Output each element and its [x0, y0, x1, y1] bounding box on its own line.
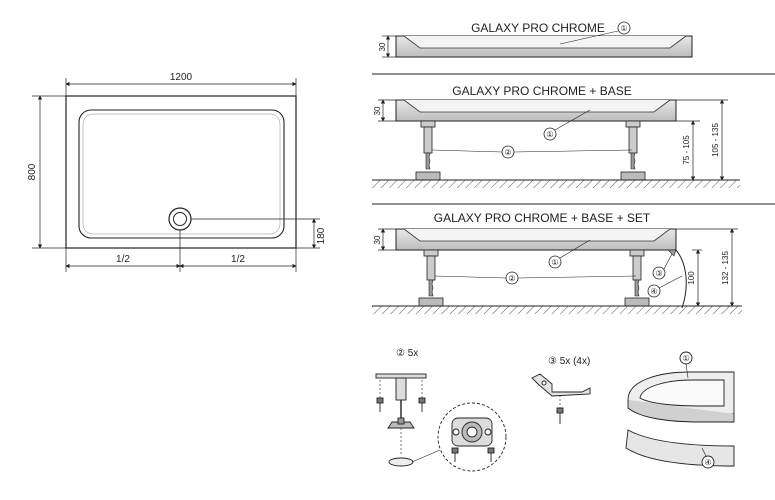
drain-icon	[168, 207, 192, 231]
parts-panel-callout: ④	[704, 458, 711, 467]
view2-leg-range-label: 75 - 105	[682, 135, 691, 165]
view3-callout-legs: ②	[508, 274, 515, 283]
parts-leg-exploded	[375, 373, 507, 472]
view2-assembly	[372, 99, 740, 188]
parts-legs-label: ② 5x	[396, 348, 418, 359]
plan-height-label: 800	[27, 163, 38, 180]
plan-width-label: 1200	[170, 72, 193, 83]
view3-assembly	[372, 228, 742, 314]
view1-tray-profile	[382, 21, 693, 58]
view1-thickness-label: 30	[378, 42, 387, 51]
view3-callout-panel: ④	[650, 287, 657, 296]
parts-bracket	[531, 373, 591, 424]
view2-total-range-label: 105 - 135	[711, 123, 720, 157]
parts-front-panel	[625, 429, 735, 467]
plan-half-left-label: 1/2	[116, 254, 130, 265]
tray-basin	[78, 109, 285, 239]
view3-callout-tray: ①	[551, 258, 558, 267]
parts-tray-3d	[625, 351, 735, 469]
view2-thickness-label: 30	[373, 106, 382, 115]
view3-leg-right	[624, 249, 650, 307]
view2-callout-legs: ②	[504, 148, 511, 157]
view3-callout-bracket: ③	[655, 269, 662, 278]
view3-panel-height-label: 100	[687, 271, 696, 285]
view2-title: GALAXY PRO CHROME + BASE	[452, 84, 632, 98]
detail-circle	[437, 402, 507, 472]
view3-leg-left	[418, 249, 444, 307]
view2-leg-left	[415, 120, 441, 181]
view3-total-range-label: 132 - 135	[721, 251, 730, 285]
view2-leg-right	[620, 120, 646, 181]
view1-callout: ①	[620, 24, 627, 33]
parts-tray-callout: ①	[682, 354, 689, 363]
plan-view	[32, 78, 320, 272]
view3-thickness-label: 30	[373, 235, 382, 244]
view3-front-panel	[675, 249, 687, 309]
view1-title: GALAXY PRO CHROME	[471, 21, 605, 35]
view3-title: GALAXY PRO CHROME + BASE + SET	[434, 211, 651, 225]
plan-drain-offset-label: 180	[316, 227, 327, 244]
view2-callout-tray: ①	[546, 130, 553, 139]
plan-half-right-label: 1/2	[231, 254, 245, 265]
tray-outline	[65, 95, 297, 249]
parts-bracket-label: ③ 5x (4x)	[548, 356, 590, 367]
